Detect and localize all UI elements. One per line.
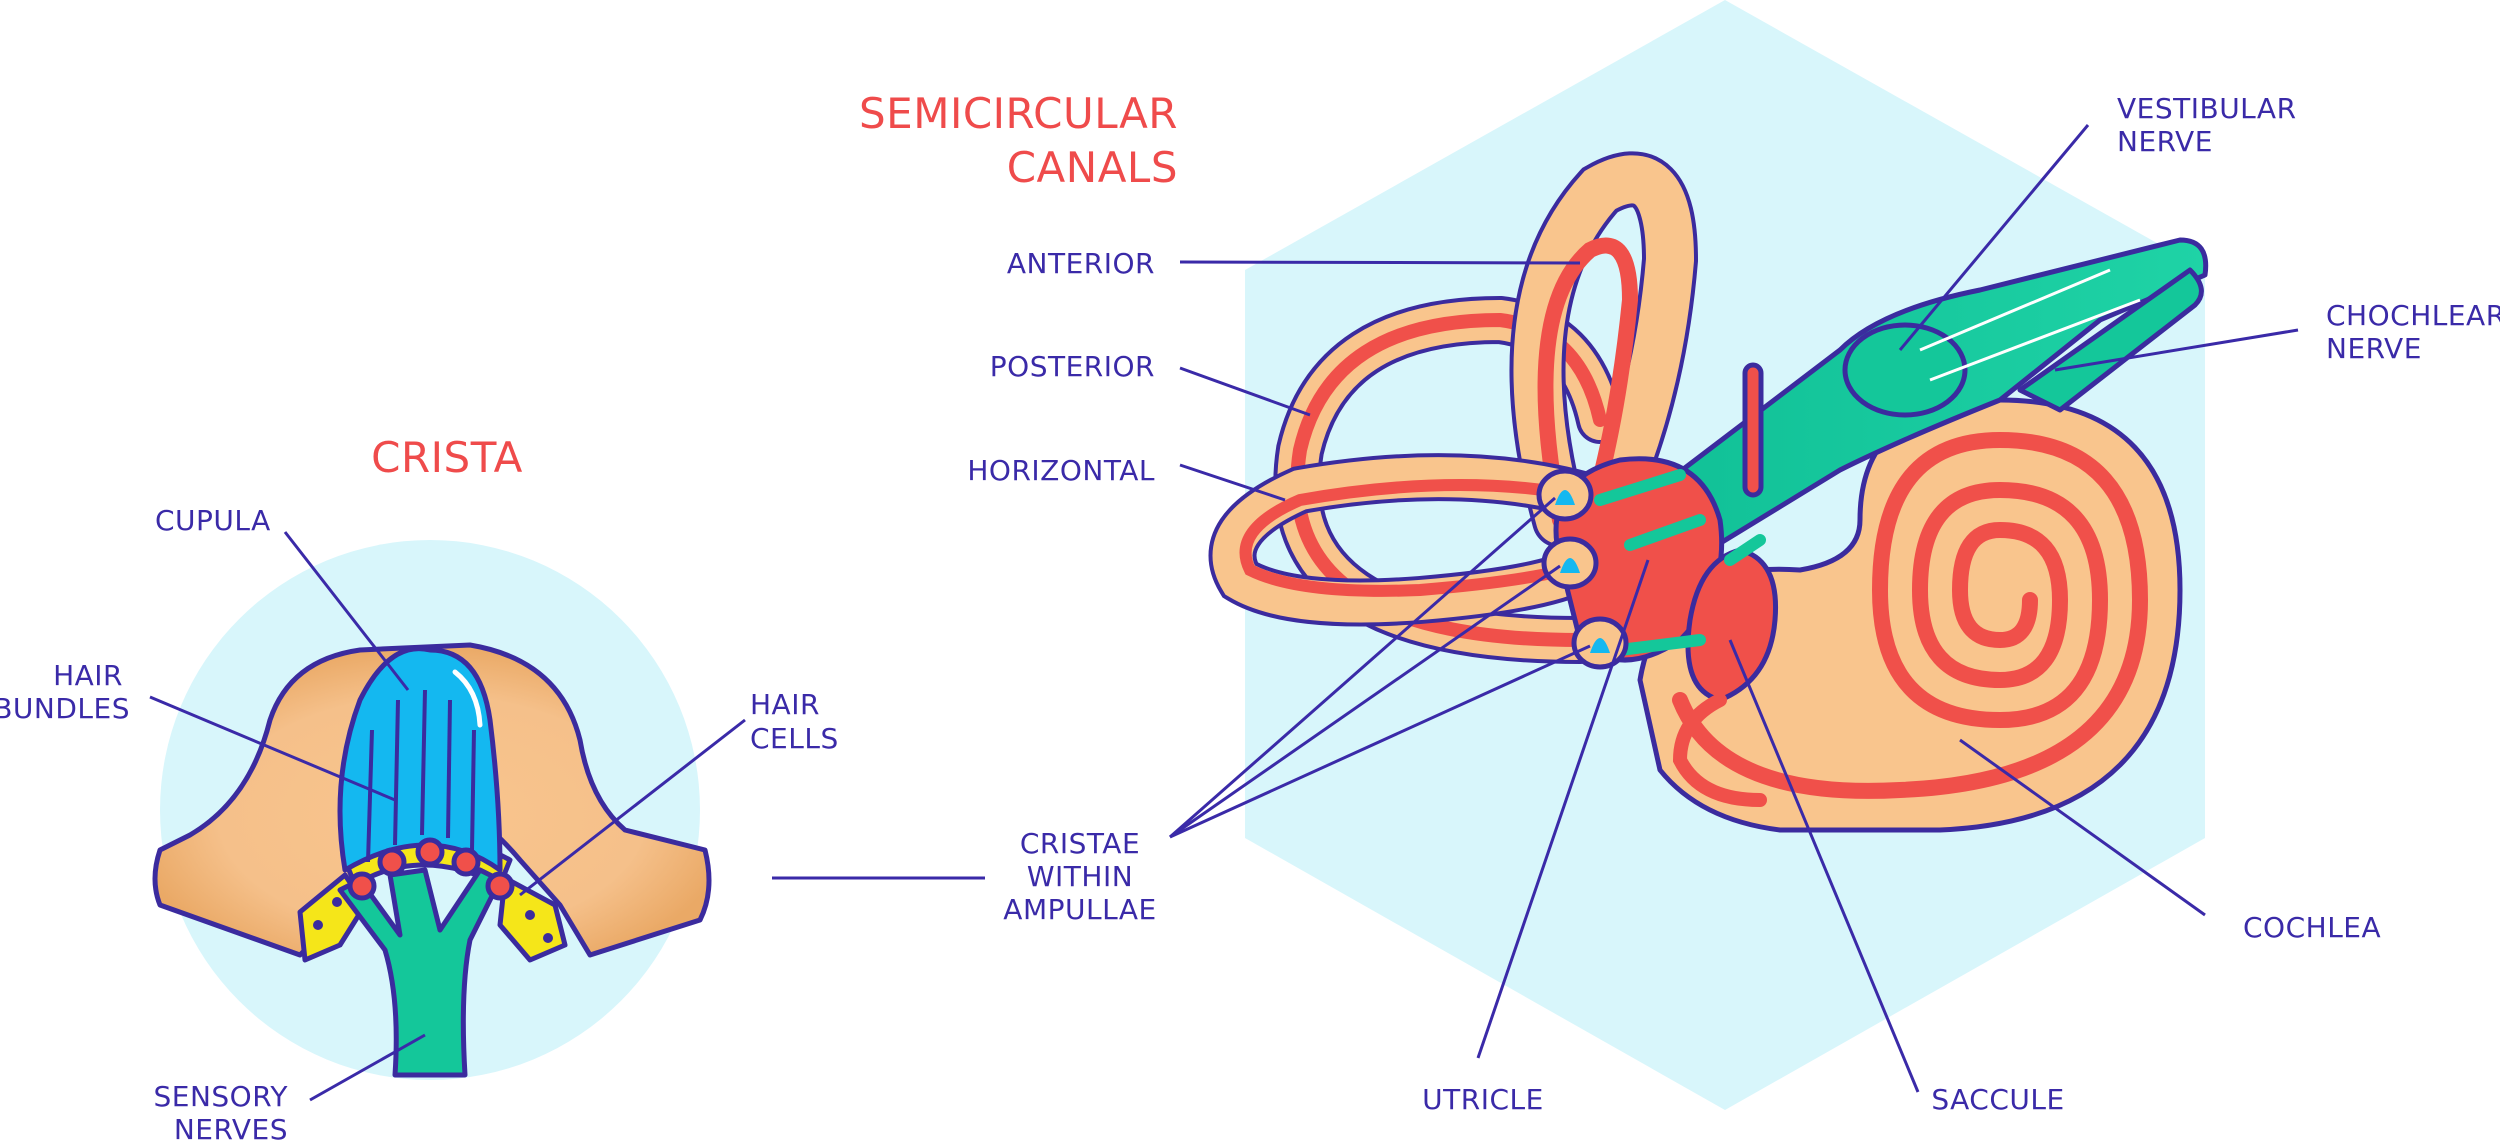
nerve-highlight <box>1919 268 2111 352</box>
hair-cell <box>451 847 481 877</box>
label-anterior: ANTERIOR <box>1007 247 1155 280</box>
label-posterior: POSTERIOR <box>990 350 1155 383</box>
hair-bundle <box>366 729 374 863</box>
leader-posterior <box>1179 366 1311 417</box>
label-cochlea: COCHLEA <box>2243 911 2381 944</box>
label-cochlear-nerve-line2: NERVE <box>2326 332 2422 365</box>
label-cochlear-nerve-line1: CHOCHLEAR <box>2326 299 2500 332</box>
saccule <box>1685 547 1779 703</box>
hair-bundle <box>393 699 400 846</box>
hair-bundle <box>470 729 476 851</box>
leader-hair-cells <box>519 718 746 897</box>
nerve-fiber <box>1624 514 1706 551</box>
label-saccule: SACCULE <box>1931 1083 2064 1116</box>
label-vestibular-nerve-line2: NERVE <box>2117 125 2213 158</box>
leader-cristae-2 <box>1169 564 1561 839</box>
cell-dot <box>525 910 535 920</box>
label-sensory-nerves-line1: SENSORY <box>154 1080 289 1113</box>
leader-sensory-nerves <box>309 1033 426 1102</box>
leader-cupula <box>283 531 410 691</box>
label-cristae-line2: WITHIN <box>1027 860 1133 893</box>
leader-cochlear-nerve <box>2054 328 2299 372</box>
leader-horizontal <box>1179 463 1286 502</box>
crista-mini-icon <box>1560 558 1580 573</box>
semicircular-canals-title-line2: CANALS <box>1007 143 1178 192</box>
leader-vestibular-nerve <box>1898 124 2090 351</box>
cochlear-duct-connection <box>1672 693 1767 807</box>
crista-title: CRISTA <box>371 433 523 482</box>
cell-dot <box>543 933 553 943</box>
horizontal-canal-duct <box>1239 479 1606 597</box>
cochlea-body <box>1637 397 2183 833</box>
label-hair-bundles-line2: BUNDLES <box>0 692 130 725</box>
leader-saccule <box>1728 639 1920 1093</box>
hair-cell <box>415 837 445 867</box>
leader-hair-bundles <box>149 695 396 802</box>
label-vestibular-nerve-line1: VESTIBULAR <box>2117 92 2297 125</box>
nerve-fiber <box>1614 634 1706 656</box>
label-cristae-line1: CRISTAE <box>1020 827 1140 860</box>
label-cristae-line3: AMPULLAE <box>1003 893 1156 926</box>
leader-cochlea <box>1959 738 2206 917</box>
hair-cell <box>377 847 407 877</box>
crista-mini-icon <box>1555 490 1575 505</box>
ampullae <box>1536 468 1629 670</box>
nerve-highlight <box>1929 298 2141 382</box>
label-sensory-nerves-line2: NERVES <box>174 1113 288 1142</box>
cochlea-spiral <box>1672 431 2149 799</box>
label-horizontal: HORIZONTAL <box>967 454 1155 487</box>
vestibular-ganglion <box>1842 322 1968 418</box>
hair-bundle <box>420 689 427 836</box>
label-utricle: UTRICLE <box>1422 1083 1544 1116</box>
leader-cristae-3 <box>1169 644 1591 839</box>
leader-lines <box>149 124 2299 1102</box>
sensory-nerve-stalk <box>337 867 503 1078</box>
cell-dot <box>332 897 342 907</box>
semicircular-canals-title-line1: SEMICIRCULAR <box>859 89 1178 138</box>
horizontal-canal-bone-fill <box>1212 457 1620 623</box>
cochlear-nerve-branch <box>2017 267 2204 413</box>
hair-cells <box>347 837 515 901</box>
cell-dot <box>313 920 323 930</box>
leader-anterior <box>1179 260 1581 265</box>
anterior-canal-duct <box>1537 237 1639 528</box>
inner-ear-illustration <box>1208 0 2209 1110</box>
leader-utricle <box>1476 559 1650 1059</box>
nerve-fiber <box>1594 469 1686 506</box>
nerve-highlights <box>1919 268 2141 382</box>
hair-bundle <box>446 699 452 839</box>
label-hair-cells-line2: CELLS <box>750 722 839 755</box>
crista-mini-icon <box>1590 638 1610 653</box>
label-hair-bundles-line1: HAIR <box>53 659 123 692</box>
cupula-highlight <box>452 669 483 728</box>
anterior-canal-bone-fill <box>1513 155 1695 544</box>
label-cupula: CUPULA <box>155 504 271 537</box>
hair-cell <box>347 871 377 901</box>
crista-illustration <box>152 540 712 1080</box>
label-hair-cells-line1: HAIR <box>750 688 820 721</box>
vestibular-nerve-fibers <box>1594 469 1766 656</box>
hair-bundles <box>366 689 476 863</box>
endolymphatic-duct <box>1742 362 1764 498</box>
nerve-fiber <box>1724 534 1766 566</box>
hair-cell-dots <box>313 897 553 943</box>
leader-cristae-1 <box>1169 496 1556 839</box>
hair-cell <box>485 871 515 901</box>
